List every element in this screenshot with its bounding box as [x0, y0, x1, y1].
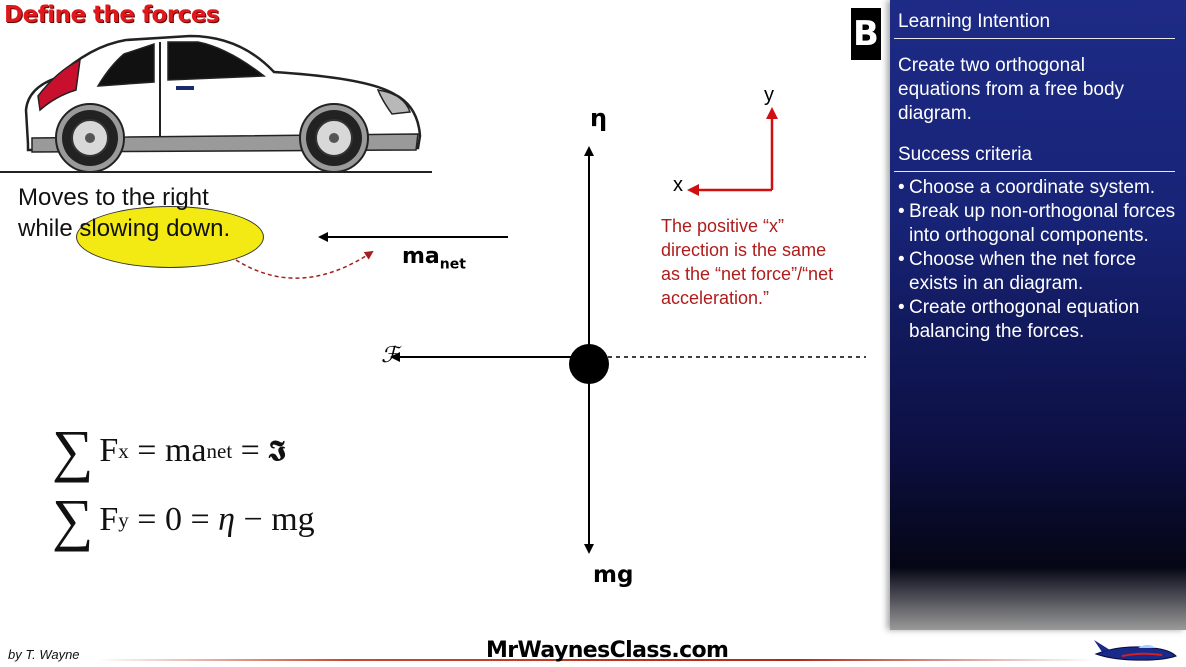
criteria-item: Choose a coordinate system.: [898, 176, 1178, 200]
ma-subscript: net: [439, 256, 466, 273]
eq-subscript: net: [206, 438, 233, 463]
object-dot: [569, 344, 609, 384]
panel-divider: [894, 171, 1175, 172]
ground-line: [0, 171, 432, 173]
ma-text: ma: [402, 244, 440, 269]
criteria-item: Choose when the net force exists in an d…: [898, 248, 1178, 296]
rocket-logo: [1094, 640, 1177, 661]
weight-label: mg: [593, 562, 634, 588]
eq-subscript: x: [118, 438, 129, 463]
criteria-heading: Success criteria: [898, 144, 1033, 165]
site-name: MrWaynesClass.com: [486, 638, 729, 663]
panel-divider: [894, 38, 1175, 39]
friction-symbol: 𝕴: [268, 434, 286, 467]
axis-x-label: x: [673, 174, 683, 196]
car-illustration: [24, 34, 422, 172]
eq-text: F: [99, 432, 119, 469]
direction-note: The positive “x” direction is the same a…: [661, 216, 834, 308]
slide-title: Define the forces: [4, 2, 220, 28]
friction-label: ℱ: [381, 343, 399, 368]
free-body-diagram: [235, 107, 866, 554]
learning-panel: Learning Intention Create two orthogonal…: [890, 0, 1186, 630]
eta-symbol: η: [218, 501, 236, 538]
section-badge: B: [851, 8, 881, 60]
motion-description: Moves to the right while slowing down.: [18, 182, 230, 244]
ma-net-label: manet: [402, 244, 466, 272]
eq-text: F: [99, 501, 119, 538]
sigma-symbol: ∑: [52, 487, 94, 552]
panel-heading: Learning Intention: [898, 11, 1051, 32]
eq-text: =: [232, 432, 269, 469]
footer-rule: [96, 659, 1096, 661]
eq-text: = 0 =: [128, 501, 219, 538]
highlight-ellipse: [76, 206, 264, 268]
motion-prefix: while: [18, 215, 80, 242]
motion-highlight: slowing down.: [79, 215, 231, 242]
normal-force-label: η: [590, 104, 608, 132]
criteria-list: Choose a coordinate system. Break up non…: [898, 176, 1178, 344]
axis-y-label: y: [764, 84, 774, 106]
author-credit: by T. Wayne: [8, 647, 80, 662]
motion-line-2: while slowing down.: [18, 213, 230, 244]
eq-text: = ma: [128, 432, 207, 469]
learning-intention: Create two orthogonal equations from a f…: [898, 55, 1125, 124]
eq-text: − mg: [235, 501, 315, 538]
slowing-down-link: [235, 250, 374, 279]
sigma-symbol: ∑: [52, 418, 94, 483]
eq-subscript: y: [118, 507, 129, 532]
motion-line-1: Moves to the right: [18, 184, 209, 211]
criteria-item: Create orthogonal equation balancing the…: [898, 296, 1178, 344]
criteria-item: Break up non-orthogonal forces into orth…: [898, 200, 1178, 248]
